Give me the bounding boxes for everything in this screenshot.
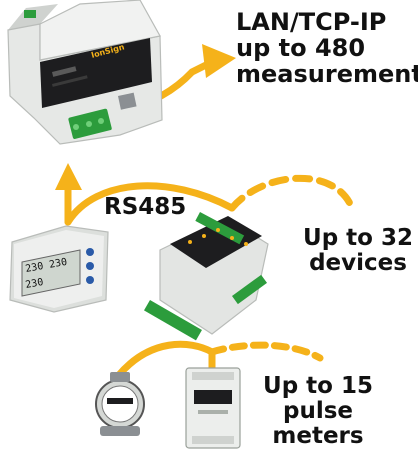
lan-label-line-1: LAN/TCP-IP	[236, 8, 387, 36]
din-pulse-meter	[185, 367, 241, 449]
meter-display-bottom: 230	[25, 277, 45, 291]
energy-meter: 230 230 230	[9, 225, 109, 313]
gateway-terminal	[68, 108, 112, 139]
devices-label: Up to 32 devices	[302, 226, 414, 276]
pulse-label-line-3: meters	[272, 422, 364, 449]
rs485-bus	[64, 182, 236, 226]
rs485-arrowhead	[55, 163, 82, 190]
water-meter	[95, 372, 145, 436]
devices-dashed-connector	[228, 174, 356, 212]
rs485-label: RS485	[104, 194, 187, 220]
pulse-label-line-1: Up to 15	[263, 373, 373, 399]
lan-label-line-2: up to 480	[236, 33, 366, 62]
lan-label: LAN/TCP-IP up to 480 measurements	[236, 8, 418, 88]
pulse-label-line-2: pulse	[282, 397, 353, 424]
rs485-module	[144, 212, 269, 341]
water-meter-connector	[114, 340, 216, 380]
lan-arrowhead	[202, 44, 236, 78]
pulse-label: Up to 15 pulse meters	[262, 374, 374, 448]
devices-label-line-2: devices	[309, 249, 407, 276]
pulse-dashed-connector	[208, 341, 324, 362]
lan-label-line-3: measurements	[236, 59, 418, 88]
svg-text:230: 230	[25, 277, 45, 291]
gateway-device: IonSign	[7, 0, 163, 145]
devices-label-line-1: Up to 32	[303, 225, 413, 251]
